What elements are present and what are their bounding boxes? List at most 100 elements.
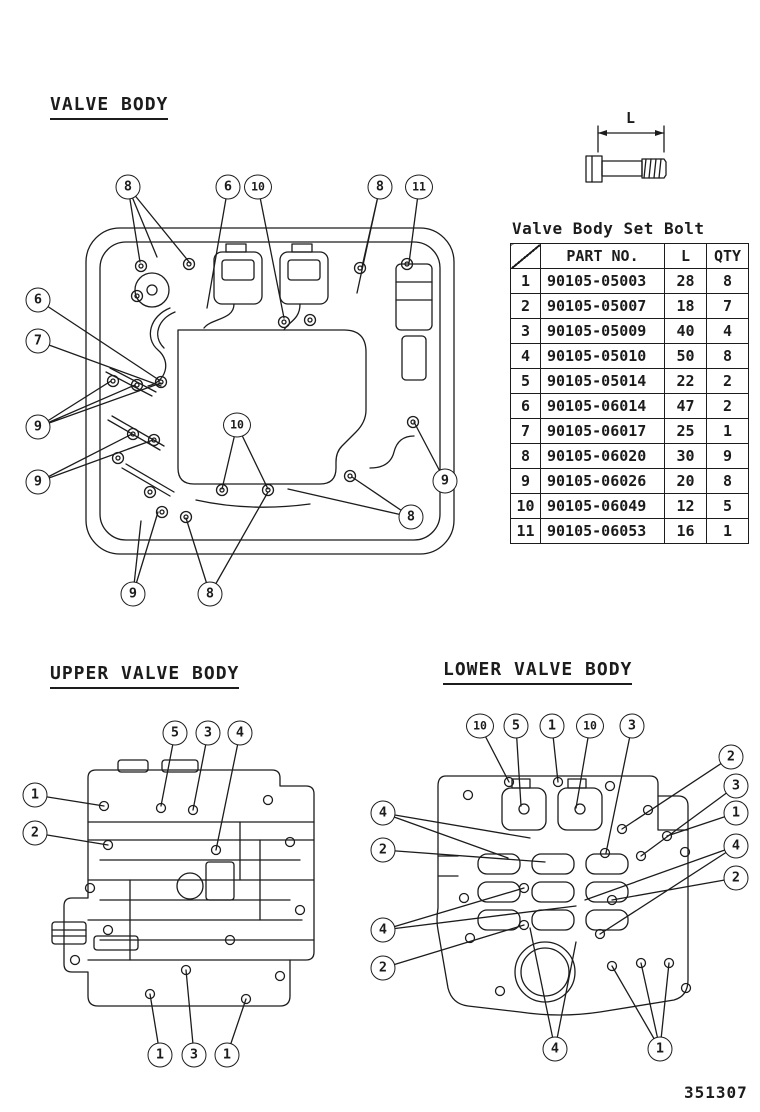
callout: 2 <box>723 865 749 891</box>
cell-qty: 8 <box>706 343 749 369</box>
cell-l: 22 <box>664 368 707 394</box>
bolt-holes-main <box>106 257 420 524</box>
cell-qty: 2 <box>706 368 749 394</box>
cell-part: 90105-06026 <box>540 468 665 494</box>
cell-l: 40 <box>664 318 707 344</box>
upper-body-title: UPPER VALVE BODY <box>50 663 240 689</box>
bolt-holes-upper <box>69 794 306 1005</box>
cell-part: 90105-05014 <box>540 368 665 394</box>
header-part-no: PART NO. <box>540 243 665 269</box>
cell-l: 20 <box>664 468 707 494</box>
callout: 8 <box>367 174 393 200</box>
callout: 3 <box>181 1042 207 1068</box>
callout: 9 <box>25 414 51 440</box>
callout: 3 <box>195 720 221 746</box>
cell-no: 1 <box>510 268 541 294</box>
cell-l: 28 <box>664 268 707 294</box>
callout: 2 <box>22 820 48 846</box>
table-header-row: PART NO. L QTY <box>510 243 749 269</box>
callout: 10 <box>576 713 604 739</box>
doc-number: 351307 <box>684 1083 748 1102</box>
leader-lines-main <box>37 186 446 595</box>
callout: 10 <box>466 713 494 739</box>
cell-l: 18 <box>664 293 707 319</box>
cell-no: 3 <box>510 318 541 344</box>
callout: 10 <box>223 412 251 438</box>
cell-part: 90105-06049 <box>540 493 665 519</box>
bolt-length-label: L <box>626 109 636 127</box>
cell-qty: 8 <box>706 268 749 294</box>
callout: 4 <box>542 1036 568 1062</box>
cell-part: 90105-05010 <box>540 343 665 369</box>
cell-qty: 7 <box>706 293 749 319</box>
cell-no: 5 <box>510 368 541 394</box>
callout: 11 <box>405 174 433 200</box>
callout: 8 <box>115 174 141 200</box>
main-valve-body-drawing <box>85 227 455 555</box>
callout: 3 <box>619 713 645 739</box>
cell-part: 90105-06017 <box>540 418 665 444</box>
leader-lines-lower <box>382 725 737 1050</box>
callout: 9 <box>120 581 146 607</box>
cell-part: 90105-05003 <box>540 268 665 294</box>
cell-l: 16 <box>664 518 707 544</box>
cell-no: 6 <box>510 393 541 419</box>
cell-qty: 1 <box>706 418 749 444</box>
callout: 1 <box>723 800 749 826</box>
callout: 4 <box>723 833 749 859</box>
cell-part: 90105-06014 <box>540 393 665 419</box>
upper-valve-body-drawing <box>51 759 315 1007</box>
callout: 6 <box>215 174 241 200</box>
lower-valve-body-drawing <box>436 775 692 1016</box>
bolt-holes-lower <box>458 776 692 997</box>
cell-no: 11 <box>510 518 541 544</box>
callout: 7 <box>25 328 51 354</box>
cell-qty: 5 <box>706 493 749 519</box>
cell-l: 12 <box>664 493 707 519</box>
callout: 8 <box>197 581 223 607</box>
callout: 1 <box>647 1036 673 1062</box>
cell-no: 10 <box>510 493 541 519</box>
cell-qty: 9 <box>706 443 749 469</box>
callout: 1 <box>22 782 48 808</box>
callout: 4 <box>370 917 396 943</box>
callout: 3 <box>723 773 749 799</box>
cell-qty: 4 <box>706 318 749 344</box>
cell-no: 8 <box>510 443 541 469</box>
cell-no: 4 <box>510 343 541 369</box>
bolt-drawing <box>585 125 667 183</box>
cell-qty: 2 <box>706 393 749 419</box>
callout: 8 <box>398 504 424 530</box>
callout: 5 <box>162 720 188 746</box>
header-length: L <box>664 243 707 269</box>
callout: 10 <box>244 174 272 200</box>
cell-l: 30 <box>664 443 707 469</box>
callout: 4 <box>227 720 253 746</box>
table-title: Valve Body Set Bolt <box>512 219 705 238</box>
callout: 2 <box>370 837 396 863</box>
cell-part: 90105-06053 <box>540 518 665 544</box>
callout: 4 <box>370 800 396 826</box>
callout: 5 <box>503 713 529 739</box>
callout: 1 <box>214 1042 240 1068</box>
lower-body-title: LOWER VALVE BODY <box>443 659 633 685</box>
cell-part: 90105-06020 <box>540 443 665 469</box>
callout: 6 <box>25 287 51 313</box>
cell-l: 25 <box>664 418 707 444</box>
cell-qty: 8 <box>706 468 749 494</box>
callout: 9 <box>432 468 458 494</box>
cell-no: 2 <box>510 293 541 319</box>
callout: 1 <box>539 713 565 739</box>
